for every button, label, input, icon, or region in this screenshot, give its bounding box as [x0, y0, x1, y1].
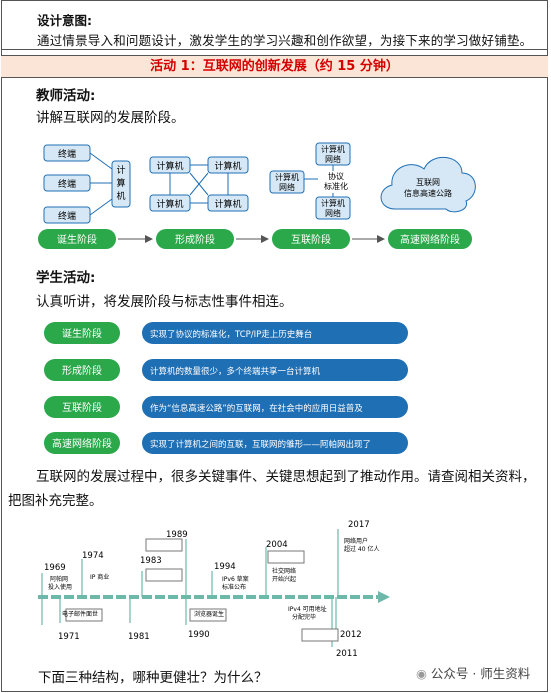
- mesh-computer-4: 计算机: [214, 198, 241, 210]
- mesh-computer-1: 计算机: [156, 160, 183, 172]
- event-2011-line2: 分配完毕: [292, 613, 316, 621]
- stage-label-2: 形成阶段: [175, 233, 215, 246]
- blank-box-1989: [145, 538, 183, 552]
- student-text: 认真听讲，将发展阶段与标志性事件相连。: [36, 294, 293, 310]
- terminal-label-3: 终端: [58, 210, 76, 222]
- event-2017-line2: 超过 40 亿人: [344, 545, 379, 553]
- year-1971: 1971: [58, 632, 80, 642]
- match-event-4: 实现了计算机之间的互联，互联网的雏形——阿帕网出现了: [150, 439, 371, 450]
- computer-char-3: 机: [116, 190, 125, 202]
- activity-title: 活动 1：互联网的创新发展（约 15 分钟）: [1, 55, 548, 78]
- blank-box-1983: [145, 568, 183, 582]
- terminal-label-2: 终端: [58, 178, 76, 190]
- blank-box-1971: [65, 608, 103, 622]
- network-top-line2: 网络: [325, 154, 341, 164]
- event-1969-line1: 阿帕网: [50, 575, 68, 583]
- year-1969: 1969: [44, 563, 66, 573]
- event-2004-line2: 开始兴起: [272, 575, 296, 583]
- event-1994-line1: IPv6 草案: [222, 575, 249, 583]
- teacher-heading: 教师活动:: [36, 88, 96, 104]
- year-1981: 1981: [128, 632, 150, 642]
- network-left-line2: 网络: [279, 182, 295, 192]
- protocol-line2: 标准化: [324, 181, 348, 191]
- stage-pill-1: 诞生阶段: [38, 229, 116, 249]
- protocol-line1: 协议: [328, 171, 344, 181]
- match-stage-2: 形成阶段: [62, 364, 102, 377]
- terminal-label-1: 终端: [58, 148, 76, 160]
- design-intent-title: 设计意图:: [37, 13, 92, 28]
- stage-label-1: 诞生阶段: [57, 233, 97, 246]
- terminal-group: 终端 终端 终端 计 算 机: [43, 144, 131, 224]
- match-row-3: 互联阶段 作为“信息高速公路”的互联网，在社会中的应用日益普及: [44, 396, 408, 418]
- match-row-4: 高速网络阶段 实现了计算机之间的互联，互联网的雏形——阿帕网出现了: [44, 432, 408, 454]
- match-stage-1: 诞生阶段: [62, 327, 102, 340]
- cloud-line2: 信息高速公路: [404, 188, 452, 198]
- year-1994: 1994: [214, 562, 236, 572]
- mesh-computer-2: 计算机: [214, 160, 241, 172]
- watermark: ◉ 公众号 · 师生资料: [416, 663, 530, 682]
- match-event-2: 计算机的数量很少，多个终端共享一台计算机: [150, 366, 321, 377]
- year-2004: 2004: [266, 540, 288, 550]
- stage-pill-3: 互联阶段: [272, 229, 350, 249]
- event-1990: 浏览器诞生: [194, 610, 224, 618]
- event-2017-line1: 网络用户: [344, 537, 368, 545]
- year-2017: 2017: [348, 520, 370, 530]
- cloud-line1: 互联网: [416, 178, 440, 187]
- event-2004-line1: 社交网络: [272, 567, 296, 575]
- internet-cloud: 互联网 信息高速公路: [380, 156, 476, 213]
- stage-pill-4: 高速网络阶段: [388, 229, 472, 249]
- stage-diagram: 终端 终端 终端 计 算 机 计算机 计算机 计算机 计算机 计算机 网络 计算…: [38, 142, 476, 249]
- year-2011: 2011: [336, 649, 358, 657]
- event-1971: 电子邮件面世: [62, 610, 98, 618]
- stage-label-4: 高速网络阶段: [400, 233, 460, 246]
- network-bottom-line2: 网络: [325, 208, 341, 218]
- event-1974: IP 商业: [90, 573, 109, 581]
- wechat-icon: ◉: [416, 666, 431, 681]
- computer-mesh-group: 计算机 计算机 计算机 计算机: [149, 156, 249, 212]
- network-top-line1: 计算机: [321, 144, 345, 154]
- stage-pill-2: 形成阶段: [156, 229, 234, 249]
- match-event-1: 实现了协议的标准化，TCP/IP走上历史舞台: [150, 329, 312, 340]
- design-intent-text: 通过情景导入和问题设计，激发学生的学习兴趣和创作欲望，为接下来的学习做好铺垫。: [37, 33, 533, 48]
- instruction-paragraph: 互联网的发展过程中，很多关键事件、关键思想起到了推动作用。请查阅相关资料，把图补…: [8, 469, 536, 509]
- year-1989: 1989: [166, 530, 188, 540]
- year-1983: 1983: [140, 556, 162, 566]
- blank-box-1990: [189, 608, 227, 622]
- teacher-text: 讲解互联网的发展阶段。: [36, 110, 185, 126]
- blank-box-2004: [267, 550, 305, 564]
- mesh-computer-3: 计算机: [156, 198, 183, 210]
- network-protocol-group: 计算机 网络 计算机 网络 计算机 网络 协议 标准化: [269, 142, 351, 220]
- computer-char-2: 算: [116, 177, 125, 189]
- event-1994-line2: 标准公布: [222, 583, 246, 591]
- stage-label-3: 互联阶段: [291, 233, 331, 246]
- year-1990: 1990: [188, 630, 210, 640]
- event-1969-line2: 投入使用: [48, 583, 72, 591]
- match-row-1: 诞生阶段 实现了协议的标准化，TCP/IP走上历史舞台: [44, 322, 408, 344]
- network-bottom-line1: 计算机: [321, 198, 345, 208]
- computer-char-1: 计: [116, 164, 125, 176]
- network-left-line1: 计算机: [275, 172, 299, 182]
- event-2011-line1: IPv4 可用地址: [288, 605, 327, 613]
- watermark-text: 公众号 · 师生资料: [430, 666, 531, 681]
- student-heading: 学生活动:: [36, 270, 96, 286]
- internet-timeline: 1969 1974 1983 1989 1994 2004 2017 1971 …: [38, 520, 390, 657]
- match-event-3: 作为“信息高速公路”的互联网，在社会中的应用日益普及: [150, 403, 363, 414]
- match-stage-4: 高速网络阶段: [52, 437, 112, 450]
- match-stage-3: 互联阶段: [62, 401, 102, 414]
- year-2012: 2012: [340, 630, 362, 640]
- matching-exercise: 诞生阶段 实现了协议的标准化，TCP/IP走上历史舞台 形成阶段 计算机的数量很…: [44, 322, 408, 454]
- match-row-2: 形成阶段 计算机的数量很少，多个终端共享一台计算机: [44, 359, 408, 381]
- question-text: 下面三种结构，哪种更健壮？为什么？: [38, 670, 268, 686]
- year-1974: 1974: [82, 551, 104, 561]
- design-intent-box: 设计意图: 通过情景导入和问题设计，激发学生的学习兴趣和创作欲望，为接下来的学习…: [1, 0, 548, 50]
- blank-box-2011: [301, 628, 339, 642]
